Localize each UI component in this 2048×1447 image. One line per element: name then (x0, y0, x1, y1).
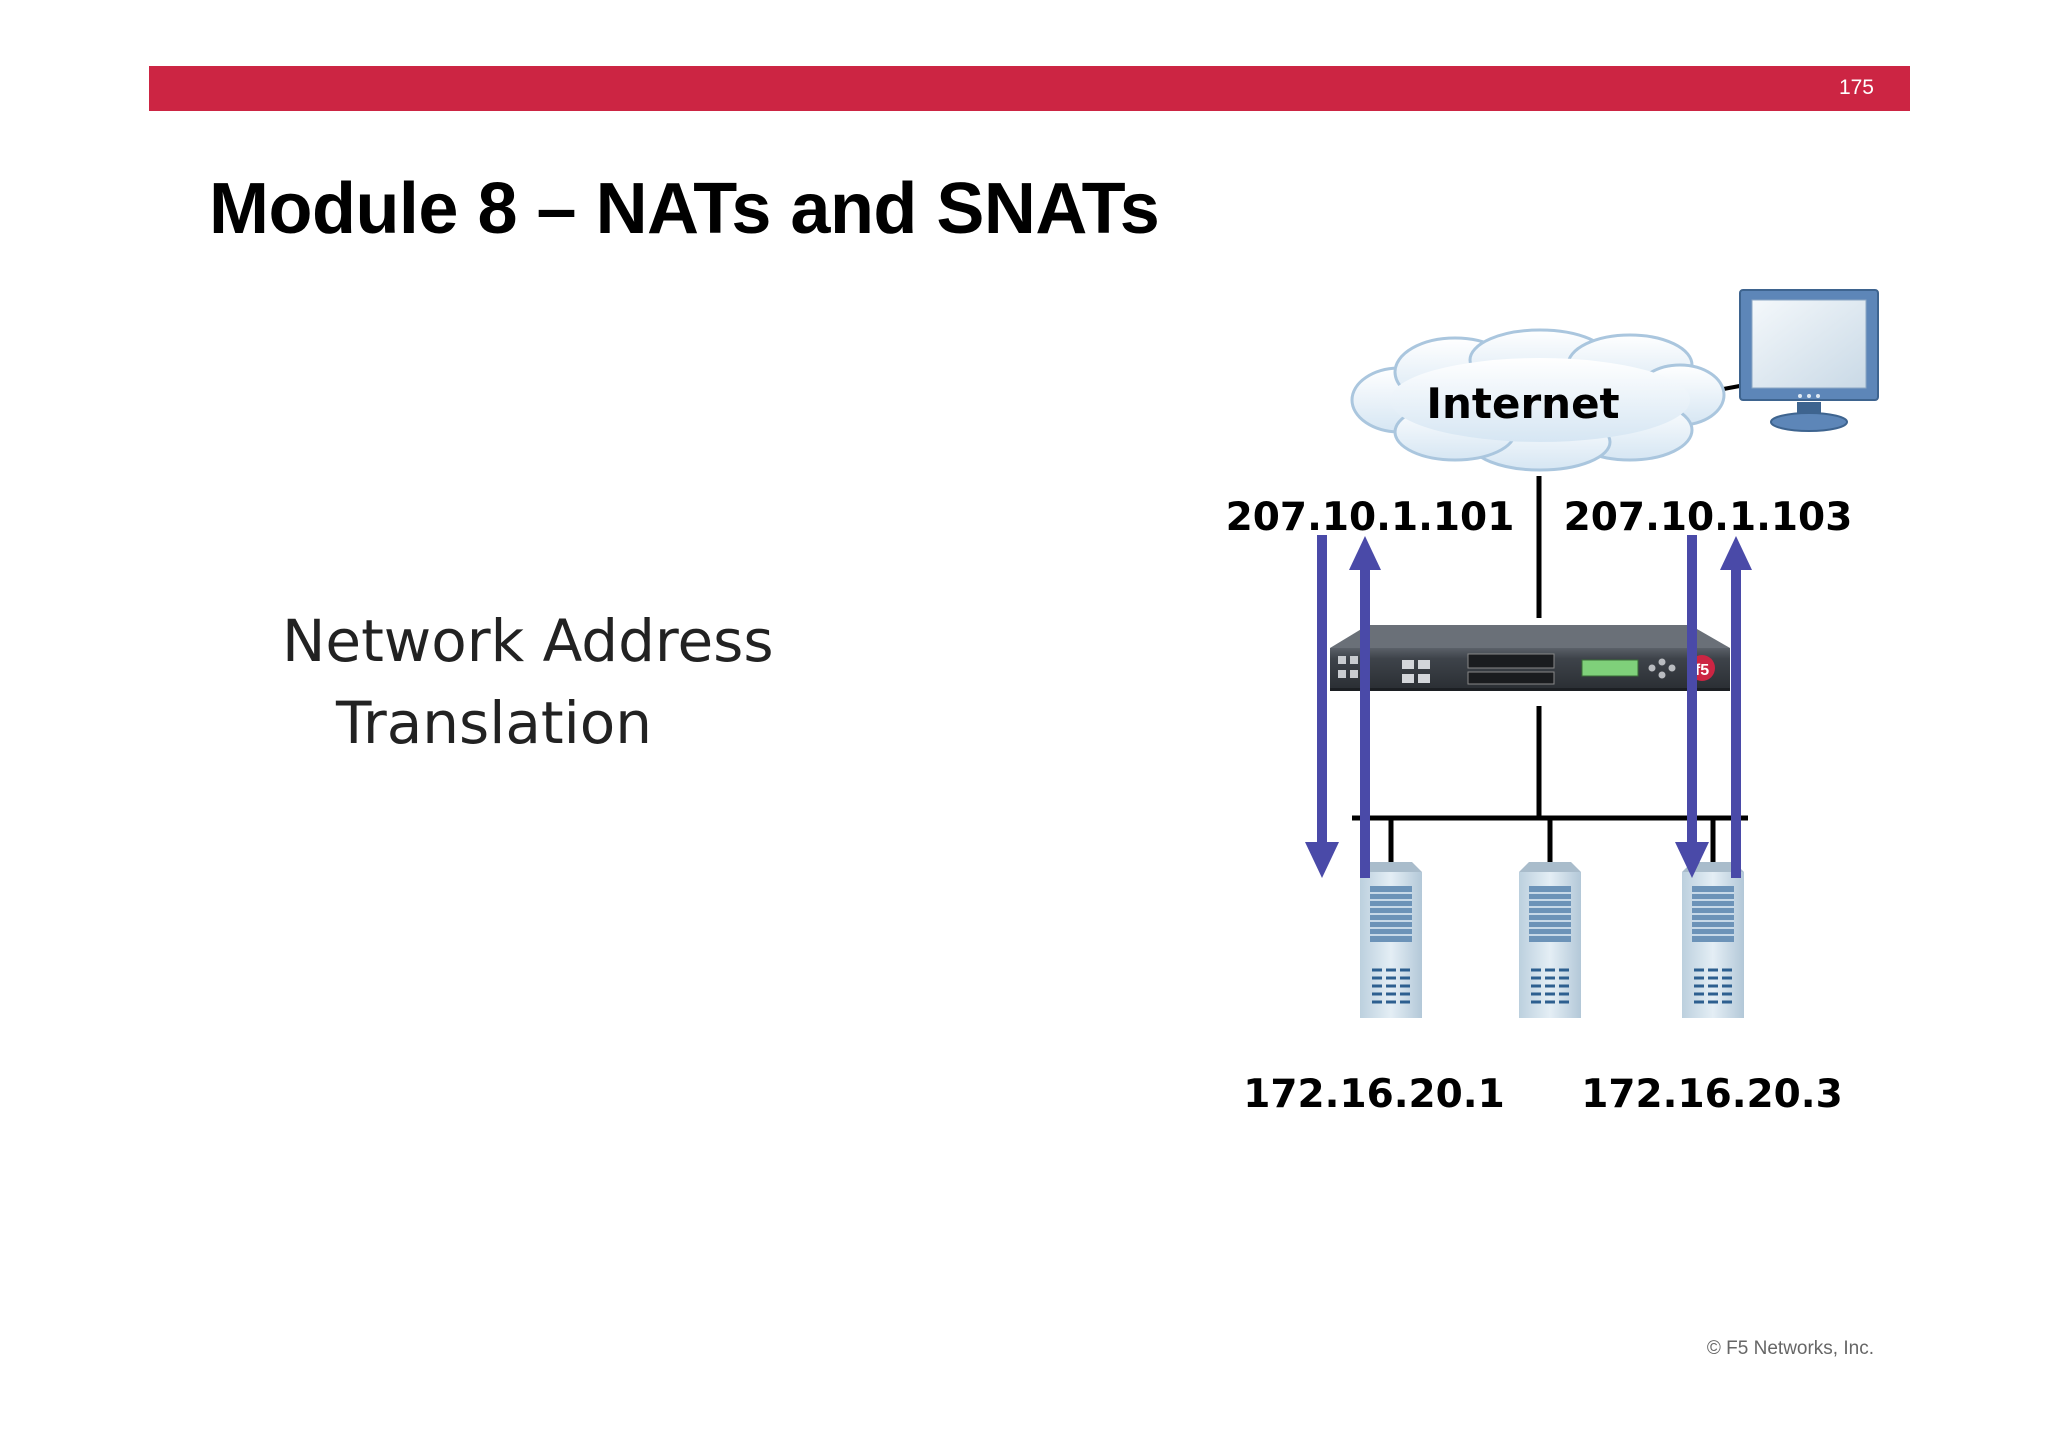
f5-appliance-icon: f5 (1330, 625, 1730, 691)
body-line-2: Translation (336, 689, 653, 757)
page-number: 175 (1838, 76, 1874, 99)
network-links (1352, 476, 1748, 868)
arrow-up-right-icon (1720, 536, 1752, 878)
external-ip-left: 207.10.1.101 (1226, 495, 1515, 540)
internet-cloud-icon: Internet (1350, 328, 1726, 472)
server-icon-1 (1360, 862, 1422, 1018)
server-icon-2 (1519, 862, 1581, 1018)
server-icon-3 (1682, 862, 1744, 1018)
f5-logo: f5 (1695, 662, 1709, 679)
slide-title: Module 8 – NATs and SNATs (209, 169, 1160, 249)
arrow-down-left-icon (1305, 535, 1339, 878)
traffic-arrows (1305, 535, 1752, 878)
external-ip-right: 207.10.1.103 (1564, 495, 1853, 540)
copyright-footer: © F5 Networks, Inc. (1706, 1338, 1874, 1359)
internal-ip-right: 172.16.20.3 (1581, 1072, 1843, 1117)
arrow-up-left-icon (1349, 536, 1381, 878)
cloud-label: Internet (1426, 379, 1619, 428)
body-text: Network Address Translation (282, 600, 774, 764)
monitor-icon (1717, 289, 1879, 432)
internal-ip-left: 172.16.20.1 (1243, 1072, 1505, 1117)
arrow-down-right-icon (1675, 535, 1709, 878)
header-bar: 175 (149, 66, 1910, 111)
body-line-1: Network Address (282, 607, 774, 675)
